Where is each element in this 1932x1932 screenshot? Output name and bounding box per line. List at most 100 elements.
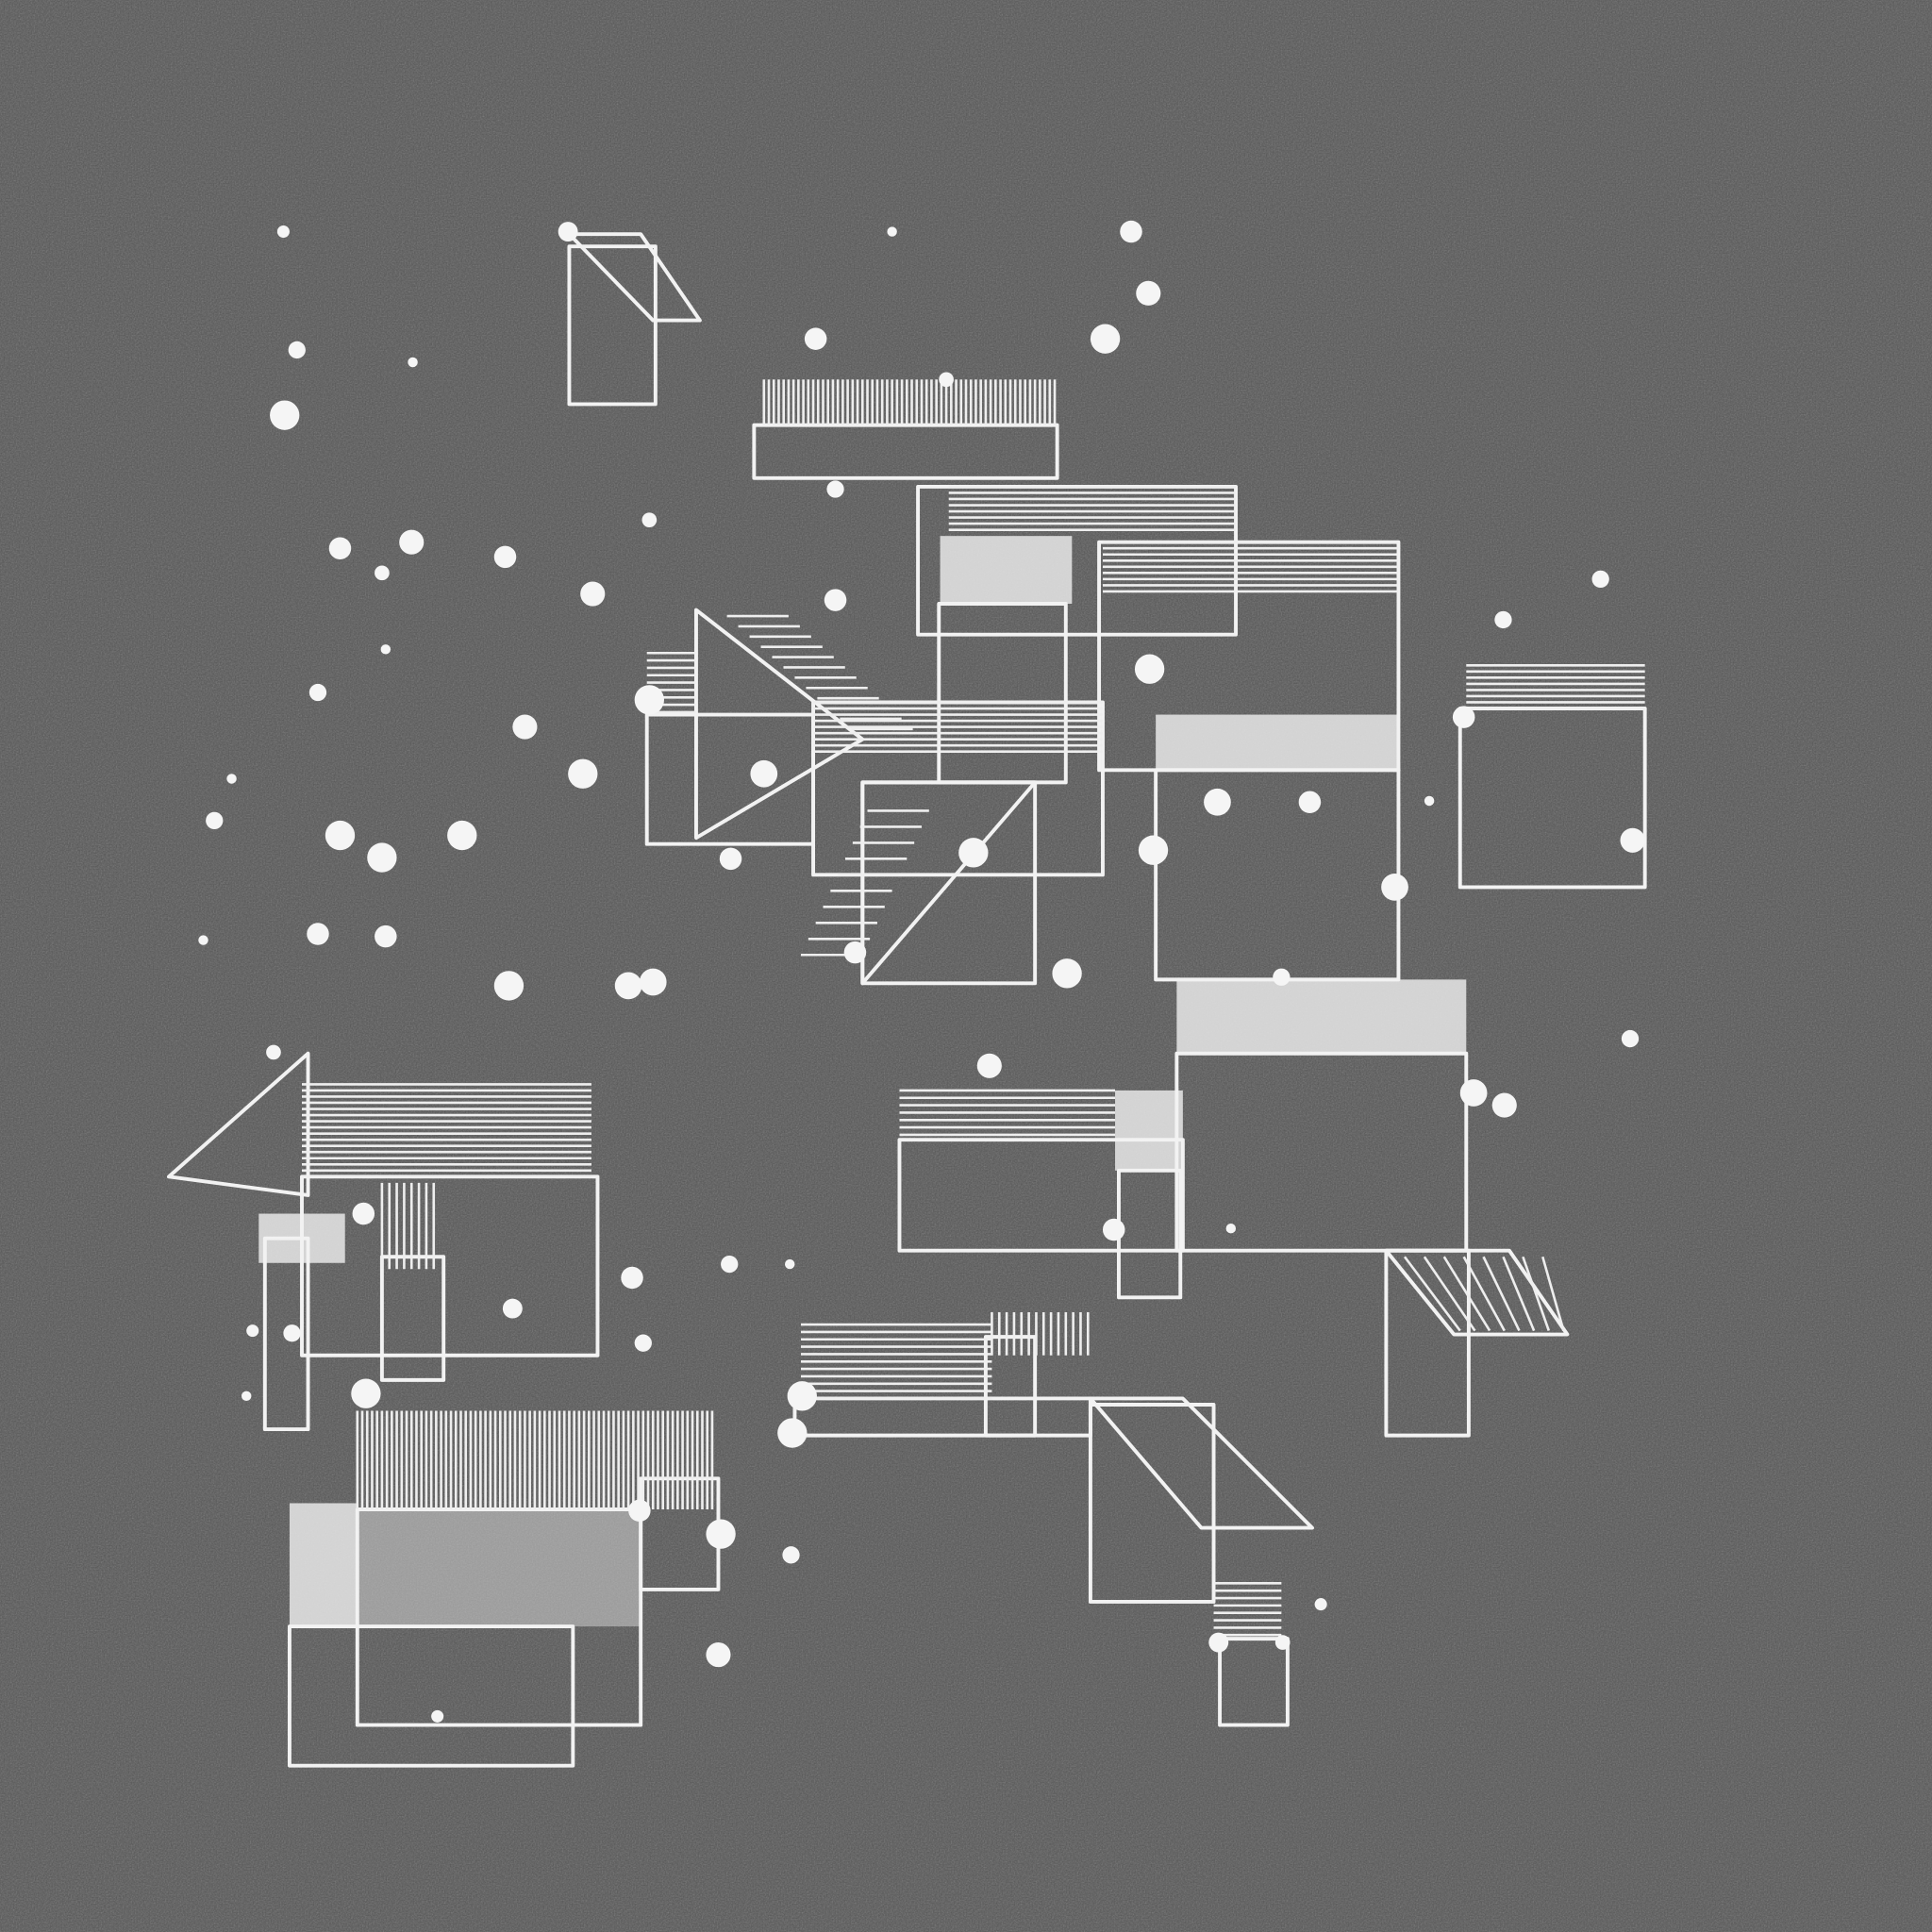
hatch-line: [1482, 1256, 1521, 1332]
dot: [367, 842, 397, 873]
dot: [493, 545, 517, 569]
dot: [1138, 835, 1169, 865]
dot: [288, 341, 306, 359]
filled-block: [940, 536, 1073, 604]
dot: [1134, 654, 1165, 684]
dot: [1273, 968, 1291, 986]
dot: [375, 565, 390, 581]
filled-block: [1176, 979, 1467, 1054]
sketch-box: [567, 244, 658, 407]
dot: [641, 512, 658, 528]
dot: [1452, 706, 1475, 728]
sketch-box: [262, 1236, 310, 1432]
sketch-slant: [693, 608, 865, 841]
dot: [976, 1053, 1002, 1078]
dot: [308, 683, 327, 702]
dot: [242, 1391, 252, 1402]
sketch-box: [1174, 1051, 1469, 1253]
dot: [621, 1266, 643, 1290]
sketch-box: [287, 1624, 575, 1768]
dot: [270, 400, 300, 430]
hatch-line: [1403, 1256, 1461, 1332]
dot: [719, 847, 742, 871]
dot: [351, 1378, 381, 1408]
dot: [1090, 324, 1121, 354]
dot: [512, 714, 538, 740]
dot: [614, 972, 642, 1000]
dot: [1424, 795, 1435, 807]
sketch-slant: [1384, 1248, 1570, 1337]
dot: [246, 1324, 259, 1338]
sketch-dots: [198, 220, 1645, 1723]
dot: [375, 924, 397, 948]
hatch-line: [1462, 1256, 1506, 1332]
dot: [1381, 874, 1408, 901]
dot: [307, 923, 329, 945]
filled-block: [1156, 714, 1399, 771]
dot: [1102, 1218, 1125, 1241]
dot: [628, 1499, 651, 1523]
hatch-line: [1423, 1256, 1476, 1332]
dot: [1225, 1223, 1237, 1234]
dot: [198, 935, 208, 945]
dot: [639, 968, 667, 996]
dot: [1621, 1029, 1640, 1048]
dot: [706, 1519, 736, 1549]
dot: [447, 820, 477, 851]
dot: [804, 327, 827, 350]
dot: [721, 1255, 739, 1274]
sketch-box: [897, 1138, 1185, 1253]
dot: [1491, 1092, 1517, 1118]
dot: [568, 758, 598, 789]
dot: [1120, 220, 1142, 243]
filled-block: [1115, 1090, 1183, 1171]
sketch-shapes: [166, 232, 1647, 1768]
dot: [958, 838, 989, 868]
sketch-slant: [567, 232, 702, 323]
hatch-line: [1541, 1256, 1565, 1331]
dot: [328, 537, 352, 559]
dot: [634, 1334, 652, 1352]
sketch-slant: [860, 780, 1038, 986]
dot: [580, 581, 606, 607]
dot: [276, 225, 290, 239]
sketch-hatching: [302, 379, 1645, 1637]
dot: [380, 644, 391, 655]
dot: [283, 1324, 301, 1342]
dot: [826, 480, 844, 498]
sketch-box: [1218, 1637, 1290, 1727]
sketch-slant: [166, 1051, 310, 1197]
dot: [493, 971, 525, 1001]
dot: [1620, 827, 1645, 853]
dot: [843, 941, 867, 964]
dot: [939, 372, 954, 388]
dot: [785, 1258, 795, 1270]
filled-block: [289, 1503, 358, 1627]
sketch-box: [983, 1335, 1038, 1438]
dot: [352, 1202, 375, 1225]
dot: [782, 1546, 800, 1564]
dot: [558, 222, 578, 242]
dot: [226, 774, 237, 784]
dot: [1052, 958, 1082, 989]
dot: [1208, 1632, 1229, 1653]
hatch-line: [1502, 1256, 1536, 1332]
hatch-line: [1522, 1256, 1551, 1332]
dot: [787, 1381, 817, 1411]
dot: [1591, 570, 1609, 589]
dot: [502, 1298, 523, 1319]
dot: [1314, 1598, 1327, 1611]
hatch-line: [1442, 1256, 1491, 1332]
dot: [206, 811, 224, 830]
dot: [824, 589, 847, 611]
dot: [266, 1044, 281, 1060]
dot: [1274, 1635, 1291, 1650]
dot: [399, 529, 425, 555]
filled-block: [357, 1509, 641, 1627]
dot: [1459, 1079, 1488, 1107]
dot: [750, 759, 778, 788]
dot: [1204, 788, 1231, 816]
dot: [777, 1418, 808, 1448]
dot: [1136, 280, 1161, 306]
